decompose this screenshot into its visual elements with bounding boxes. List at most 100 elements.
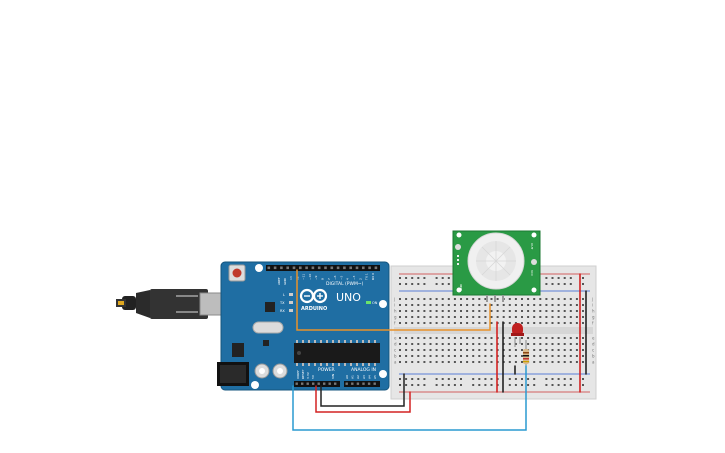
- rail-hole[interactable]: [435, 277, 438, 279]
- breadboard-hole[interactable]: [423, 349, 426, 351]
- rail-hole[interactable]: [399, 277, 401, 279]
- breadboard-hole[interactable]: [405, 343, 408, 345]
- breadboard-hole[interactable]: [557, 310, 560, 312]
- breadboard-hole[interactable]: [557, 304, 560, 306]
- breadboard-hole[interactable]: [539, 343, 542, 345]
- header-pin[interactable]: [301, 382, 304, 385]
- breadboard-hole[interactable]: [569, 298, 572, 300]
- header-pin[interactable]: [299, 266, 302, 270]
- breadboard-hole[interactable]: [563, 322, 566, 324]
- breadboard-hole[interactable]: [496, 316, 499, 318]
- breadboard-hole[interactable]: [411, 349, 414, 351]
- breadboard-hole[interactable]: [575, 361, 578, 363]
- rail-hole[interactable]: [472, 384, 475, 386]
- breadboard-hole[interactable]: [551, 337, 554, 339]
- breadboard-hole[interactable]: [490, 349, 493, 351]
- breadboard-hole[interactable]: [466, 349, 469, 351]
- breadboard-hole[interactable]: [478, 337, 481, 339]
- breadboard-hole[interactable]: [533, 310, 536, 312]
- breadboard-hole[interactable]: [453, 298, 456, 300]
- header-pin[interactable]: [343, 266, 346, 270]
- breadboard-hole[interactable]: [490, 337, 493, 339]
- rail-hole[interactable]: [405, 277, 408, 279]
- header-pin[interactable]: [311, 266, 315, 270]
- breadboard-hole[interactable]: [533, 343, 536, 345]
- breadboard-hole[interactable]: [429, 310, 432, 312]
- rail-hole[interactable]: [557, 378, 560, 380]
- breadboard-hole[interactable]: [551, 316, 554, 318]
- breadboard-hole[interactable]: [508, 298, 511, 300]
- breadboard-hole[interactable]: [435, 310, 438, 312]
- breadboard-hole[interactable]: [557, 316, 560, 318]
- breadboard-hole[interactable]: [521, 349, 523, 351]
- breadboard-hole[interactable]: [453, 349, 456, 351]
- breadboard-hole[interactable]: [496, 310, 499, 312]
- breadboard-hole[interactable]: [423, 310, 426, 312]
- breadboard-hole[interactable]: [575, 304, 578, 306]
- rail-hole[interactable]: [417, 277, 420, 279]
- pir-potentiometer[interactable]: [455, 244, 461, 250]
- breadboard-hole[interactable]: [423, 298, 426, 300]
- breadboard-hole[interactable]: [582, 355, 584, 357]
- breadboard-hole[interactable]: [472, 355, 475, 357]
- rail-hole[interactable]: [563, 283, 566, 285]
- rail-hole[interactable]: [521, 378, 523, 380]
- breadboard-hole[interactable]: [466, 322, 469, 324]
- pir-potentiometer[interactable]: [531, 259, 537, 265]
- header-pin[interactable]: [356, 382, 360, 385]
- breadboard-hole[interactable]: [557, 361, 560, 363]
- header-pin[interactable]: [306, 382, 309, 385]
- breadboard-hole[interactable]: [508, 355, 511, 357]
- breadboard-hole[interactable]: [539, 322, 542, 324]
- breadboard-hole[interactable]: [575, 343, 578, 345]
- rail-hole[interactable]: [399, 378, 401, 380]
- breadboard-hole[interactable]: [399, 361, 401, 363]
- breadboard-hole[interactable]: [423, 316, 426, 318]
- header-pin[interactable]: [317, 266, 321, 270]
- breadboard-hole[interactable]: [417, 349, 420, 351]
- breadboard-hole[interactable]: [582, 361, 584, 363]
- header-pin[interactable]: [362, 266, 365, 270]
- rail-hole[interactable]: [582, 283, 584, 285]
- breadboard-hole[interactable]: [527, 310, 530, 312]
- breadboard-hole[interactable]: [569, 316, 572, 318]
- breadboard-hole[interactable]: [478, 316, 481, 318]
- breadboard-hole[interactable]: [533, 361, 536, 363]
- breadboard-hole[interactable]: [453, 361, 456, 363]
- breadboard-hole[interactable]: [551, 343, 554, 345]
- breadboard-hole[interactable]: [582, 298, 584, 300]
- rail-hole[interactable]: [423, 283, 426, 285]
- breadboard-hole[interactable]: [527, 304, 530, 306]
- breadboard-hole[interactable]: [545, 337, 548, 339]
- rail-hole[interactable]: [423, 277, 426, 279]
- breadboard-hole[interactable]: [417, 343, 420, 345]
- breadboard-hole[interactable]: [405, 361, 408, 363]
- breadboard-hole[interactable]: [399, 298, 401, 300]
- breadboard-hole[interactable]: [557, 322, 560, 324]
- breadboard-hole[interactable]: [466, 310, 469, 312]
- breadboard-hole[interactable]: [466, 304, 469, 306]
- rail-hole[interactable]: [447, 384, 450, 386]
- breadboard-hole[interactable]: [569, 310, 572, 312]
- breadboard-hole[interactable]: [478, 343, 481, 345]
- breadboard-hole[interactable]: [551, 322, 554, 324]
- breadboard-hole[interactable]: [423, 361, 426, 363]
- rail-hole[interactable]: [417, 283, 420, 285]
- breadboard-hole[interactable]: [563, 361, 566, 363]
- header-pin[interactable]: [328, 382, 331, 385]
- breadboard-hole[interactable]: [478, 322, 481, 324]
- breadboard-hole[interactable]: [453, 316, 456, 318]
- breadboard-hole[interactable]: [484, 316, 487, 318]
- breadboard-hole[interactable]: [490, 304, 493, 306]
- breadboard-hole[interactable]: [514, 349, 517, 351]
- breadboard-hole[interactable]: [484, 337, 487, 339]
- breadboard-hole[interactable]: [557, 355, 560, 357]
- breadboard-hole[interactable]: [472, 361, 475, 363]
- breadboard-hole[interactable]: [466, 361, 469, 363]
- rail-hole[interactable]: [563, 378, 566, 380]
- breadboard-hole[interactable]: [563, 343, 566, 345]
- rail-hole[interactable]: [569, 283, 572, 285]
- breadboard-hole[interactable]: [545, 343, 548, 345]
- breadboard-hole[interactable]: [429, 361, 432, 363]
- power-header[interactable]: [294, 381, 340, 387]
